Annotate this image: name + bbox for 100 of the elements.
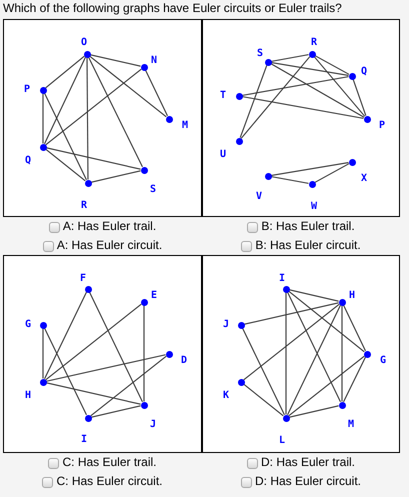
graph-edge bbox=[341, 306, 343, 402]
graph-edge bbox=[46, 354, 166, 382]
vertex-label: I bbox=[80, 435, 88, 445]
graph-edge bbox=[352, 79, 366, 116]
graph-edge bbox=[91, 170, 141, 183]
graph-edge bbox=[270, 63, 364, 118]
graph-edge bbox=[343, 304, 366, 352]
graph-edge bbox=[285, 292, 287, 414]
graph-edge bbox=[90, 54, 141, 67]
vertex-label: L bbox=[278, 436, 286, 446]
vertex-dot bbox=[282, 286, 290, 292]
vertex-label: I bbox=[278, 274, 286, 284]
vertex-dot bbox=[236, 92, 242, 100]
vertex-label: P bbox=[378, 121, 386, 131]
graph-edge bbox=[45, 56, 85, 88]
graph-edge bbox=[45, 304, 142, 380]
vertex-label: V bbox=[256, 192, 262, 202]
vertex-dot bbox=[166, 116, 172, 122]
graph-edge bbox=[242, 96, 364, 119]
vertex-label: R bbox=[310, 38, 318, 48]
graph-edge bbox=[242, 76, 349, 96]
vertex-label: D bbox=[180, 356, 188, 366]
graph-edge bbox=[244, 302, 339, 325]
graph-edge bbox=[240, 56, 310, 139]
vertex-dot bbox=[238, 378, 244, 386]
vertex-dot bbox=[364, 350, 370, 358]
vertex-dot bbox=[140, 298, 148, 306]
graph-edge bbox=[243, 384, 284, 416]
graph-panel bbox=[202, 19, 400, 217]
vertex-dot bbox=[40, 144, 46, 150]
vertex-label: M bbox=[348, 420, 354, 430]
option-label: A: Has Euler trail. bbox=[62, 219, 156, 234]
vertex-label: G bbox=[380, 356, 386, 366]
vertex-dot bbox=[348, 158, 356, 166]
graph-edge bbox=[44, 92, 87, 180]
vertex-label: O bbox=[80, 38, 88, 48]
graph-edge bbox=[86, 58, 89, 180]
graph-edge bbox=[46, 382, 141, 405]
vertex-dot bbox=[338, 402, 346, 408]
vertex-label: Q bbox=[360, 67, 368, 77]
vertex-dot bbox=[40, 322, 46, 328]
graph-edge bbox=[271, 54, 309, 62]
graph-edge bbox=[243, 304, 340, 380]
graph-edge bbox=[287, 292, 341, 402]
vertex-label: P bbox=[24, 85, 30, 95]
graph-edge bbox=[145, 70, 168, 116]
graph-edge bbox=[42, 328, 44, 378]
vertex-label: J bbox=[222, 320, 230, 330]
graph-edge bbox=[91, 405, 141, 418]
vertex-dot bbox=[308, 180, 316, 188]
graph-edge bbox=[89, 56, 167, 118]
vertex-dot bbox=[238, 322, 244, 328]
option-label: B: Has Euler trail. bbox=[261, 219, 355, 234]
vertex-label: H bbox=[24, 391, 32, 401]
graph-edge bbox=[271, 176, 309, 184]
option-label: C: Has Euler circuit. bbox=[56, 474, 163, 489]
vertex-label: X bbox=[360, 174, 368, 184]
vertex-label: H bbox=[348, 291, 356, 301]
graph-edge bbox=[289, 405, 339, 418]
vertex-label: W bbox=[310, 202, 318, 212]
graph-edge bbox=[45, 148, 86, 182]
vertex-label: S bbox=[256, 49, 264, 59]
vertex-label: J bbox=[150, 420, 156, 430]
graph-edge bbox=[44, 292, 87, 380]
vertex-label: S bbox=[150, 185, 156, 195]
vertex-label: U bbox=[220, 150, 226, 160]
graph-edge bbox=[271, 62, 349, 76]
vertex-label: E bbox=[150, 291, 158, 301]
vertex-dot bbox=[140, 64, 148, 70]
graph-edge bbox=[314, 163, 350, 183]
vertex-dot bbox=[140, 166, 148, 174]
vertex-label: G bbox=[24, 320, 32, 330]
graph-edge bbox=[90, 356, 167, 416]
graph-edge bbox=[45, 68, 142, 146]
vertex-dot bbox=[264, 172, 272, 180]
vertex-dot bbox=[264, 58, 272, 66]
option-label: D: Has Euler circuit. bbox=[254, 474, 362, 489]
vertex-label: Q bbox=[24, 156, 32, 166]
graph-edge bbox=[46, 147, 141, 170]
vertex-dot bbox=[166, 350, 172, 358]
vertex-dot bbox=[84, 180, 92, 186]
graph-edge bbox=[89, 292, 143, 402]
vertex-label: M bbox=[182, 121, 188, 131]
vertex-dot bbox=[84, 50, 90, 58]
graph-edge bbox=[143, 306, 145, 402]
vertex-dot bbox=[308, 50, 316, 58]
graph-edge bbox=[88, 56, 143, 168]
option-label: C: Has Euler trail. bbox=[62, 455, 157, 470]
vertex-dot bbox=[364, 116, 370, 122]
graph-edge bbox=[288, 356, 365, 416]
graph-edge bbox=[288, 290, 365, 352]
graph-edge bbox=[343, 356, 366, 402]
vertex-dot bbox=[40, 378, 46, 386]
vertex-dot bbox=[236, 138, 242, 144]
graph-panel bbox=[202, 255, 400, 453]
graph-panel bbox=[3, 255, 202, 453]
vertex-dot bbox=[338, 298, 346, 306]
graph-edge bbox=[240, 65, 268, 138]
graph-edge bbox=[287, 304, 341, 416]
vertex-label: N bbox=[150, 56, 158, 66]
